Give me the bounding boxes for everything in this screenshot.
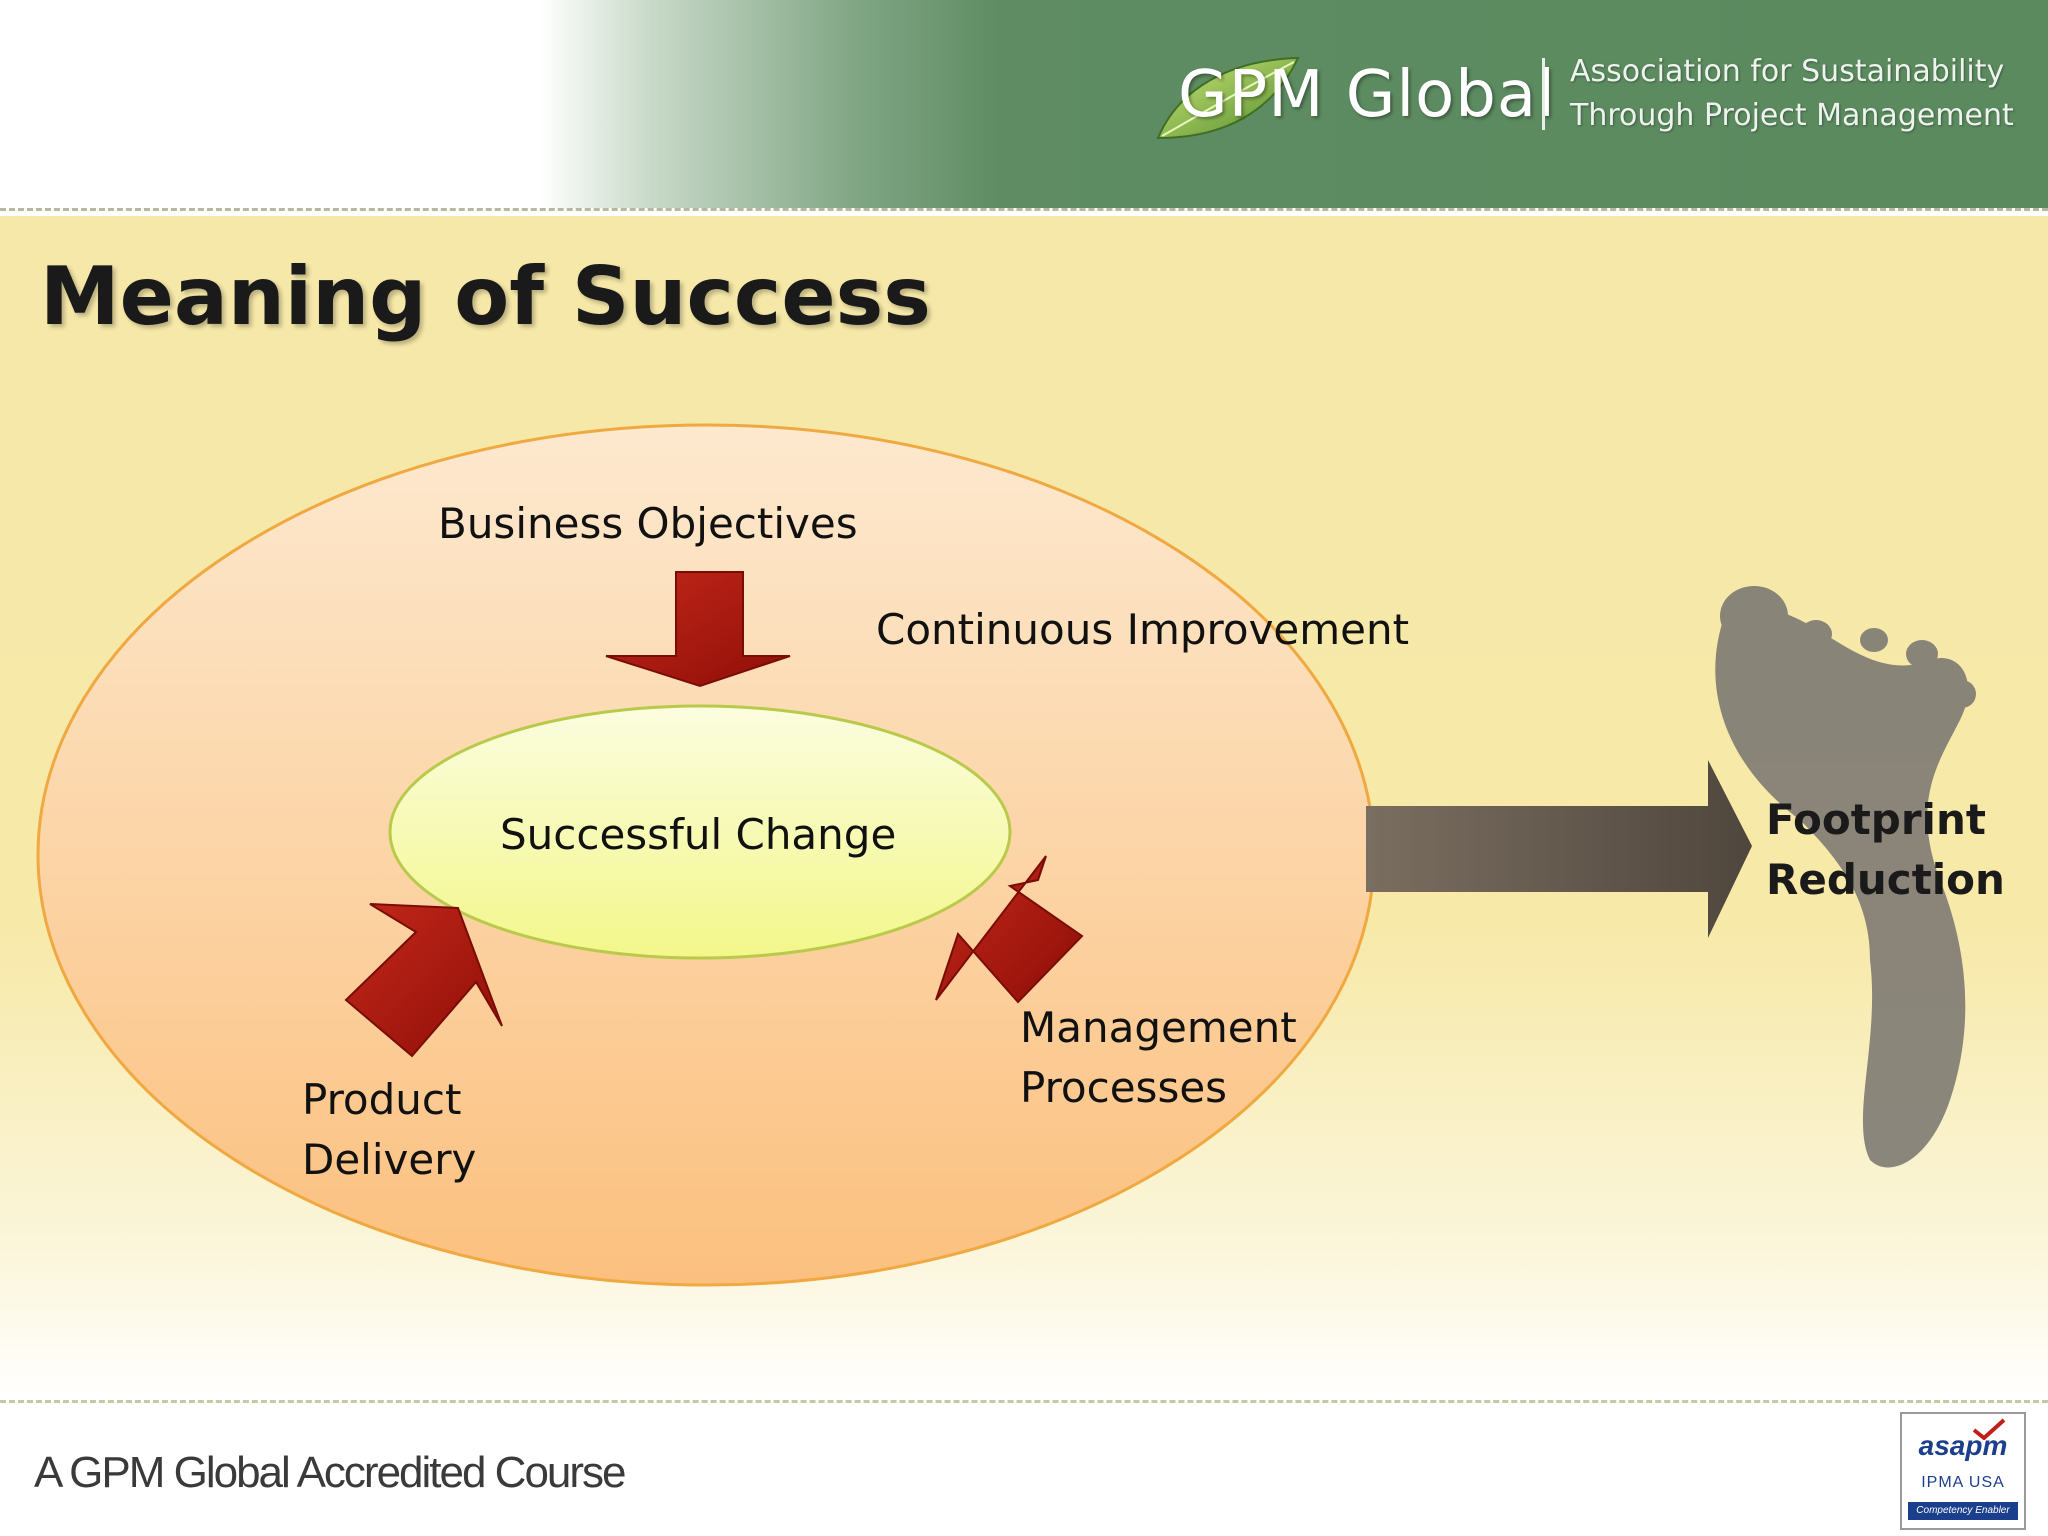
- footprint-reduction-label: Footprint Reduction: [1766, 790, 2005, 910]
- management-line2: Processes: [1020, 1063, 1228, 1112]
- footer-course-text: A GPM Global Accredited Course: [34, 1448, 627, 1497]
- asapm-badge: asapm IPMA USA Competency Enabler: [1900, 1412, 2026, 1530]
- successful-change-label: Successful Change: [500, 810, 897, 859]
- business-objectives-label: Business Objectives: [438, 499, 858, 548]
- product-line1: Product: [302, 1075, 462, 1124]
- outcome-arrow: [1366, 760, 1752, 938]
- tagline-line2: Through Project Management: [1570, 98, 2014, 133]
- management-processes-label: Management Processes: [1020, 998, 1297, 1118]
- badge-strip: Competency Enabler: [1908, 1502, 2018, 1520]
- continuous-improvement-label: Continuous Improvement: [876, 605, 1410, 654]
- badge-sub: IPMA USA: [1921, 1474, 2005, 1491]
- logo-tagline: Association for Sustainability Through P…: [1570, 50, 2030, 138]
- product-delivery-label: Product Delivery: [302, 1070, 476, 1190]
- outcome-line2: Reduction: [1766, 855, 2005, 904]
- leaf-icon: [1156, 56, 1300, 140]
- top-arrow: [605, 571, 791, 688]
- right-arrow: [935, 855, 1084, 1004]
- logo-wordmark: GPM Global: [1178, 58, 1556, 132]
- logo-divider: [1542, 58, 1545, 130]
- badge-logo: asapm: [1918, 1430, 2008, 1461]
- tagline-line1: Association for Sustainability: [1570, 54, 2005, 89]
- footer-divider: [0, 1400, 2048, 1403]
- outcome-line1: Footprint: [1766, 795, 1986, 844]
- left-arrow: [344, 903, 503, 1058]
- slide-title: Meaning of Success: [40, 250, 931, 343]
- header-band: [0, 0, 2048, 208]
- footprint-icon: [1715, 586, 1976, 1168]
- management-line1: Management: [1020, 1003, 1297, 1052]
- product-line2: Delivery: [302, 1135, 477, 1184]
- checkmark-icon: [1972, 1418, 2006, 1440]
- inner-ellipse: [388, 704, 1012, 960]
- header-divider: [0, 208, 2048, 211]
